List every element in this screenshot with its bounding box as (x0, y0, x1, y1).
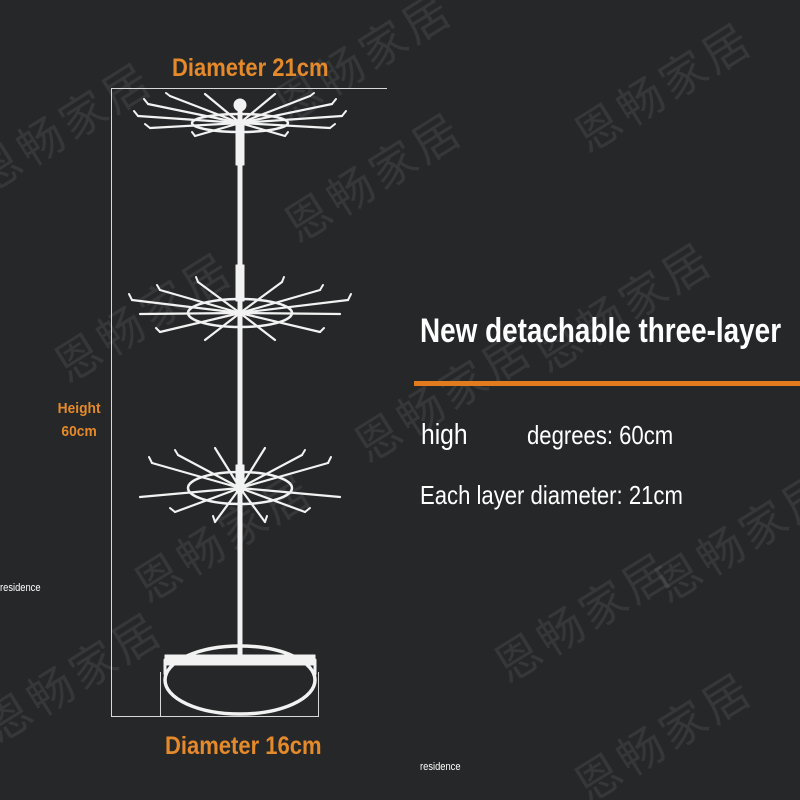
pole-sleeve (235, 264, 245, 302)
caption-left: residence (0, 582, 41, 594)
dimension-tick-left (160, 672, 161, 716)
pole-cap (233, 98, 247, 112)
dimension-label-height: Height 60cm (57, 397, 101, 443)
dimension-line-top (111, 88, 387, 89)
dimension-label-bottom: Diameter 16cm (165, 732, 322, 760)
stand-base (163, 644, 317, 716)
dimension-label-top: Diameter 21cm (172, 54, 329, 82)
dimension-line-bottom (111, 716, 319, 717)
dimension-tick-right (318, 672, 319, 716)
tier-2 (128, 276, 352, 342)
tier-1 (133, 92, 347, 138)
tier-3 (138, 446, 342, 524)
spec-layer-diameter: Each layer diameter: 21cm (420, 480, 683, 510)
title-underline (414, 381, 800, 386)
product-title: New detachable three-layer (420, 312, 782, 350)
height-label-line2: 60cm (61, 423, 97, 440)
pole-sleeve (235, 464, 245, 492)
spec-height-value: degrees: 60cm (527, 420, 674, 450)
spec-high-label: high (421, 419, 468, 451)
pole-sleeve (235, 124, 245, 166)
height-label-line1: Height (57, 400, 101, 417)
caption-bottom: residence (420, 761, 461, 773)
dimension-line-left (111, 88, 112, 716)
